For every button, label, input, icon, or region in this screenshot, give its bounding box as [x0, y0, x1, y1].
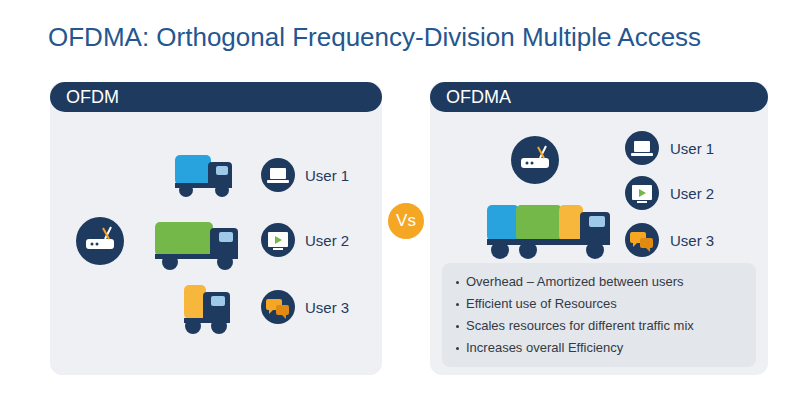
- bullet-item: Increases overall Efficiency: [454, 337, 744, 359]
- bullet-dot: [456, 303, 459, 306]
- diagram-title: OFDMA: Orthogonal Frequency-Division Mul…: [48, 22, 701, 53]
- panel: OFDM: [50, 82, 382, 112]
- panel: OFDMAOverhead – Amortized between usersE…: [430, 82, 768, 112]
- router-icon: [511, 136, 559, 184]
- video-icon: [625, 176, 659, 210]
- bullet-dot: [456, 325, 459, 328]
- bullet-item: Efficient use of Resources: [454, 293, 744, 315]
- bullet-item: Scales resources for different traffic m…: [454, 315, 744, 337]
- bullet-box: Overhead – Amortized between usersEffici…: [442, 263, 756, 367]
- panel-ground: [430, 82, 768, 375]
- panel-ground: [50, 82, 382, 375]
- truck-icon: [175, 155, 232, 197]
- chat-icon: [261, 290, 295, 324]
- video-icon: [261, 223, 295, 257]
- user-label: User 2: [305, 232, 349, 249]
- bullet-dot: [456, 347, 459, 350]
- panel-header: OFDMA: [430, 82, 768, 112]
- bullet-item: Overhead – Amortized between users: [454, 271, 744, 293]
- truck-icon: [487, 205, 610, 259]
- truck-icon: [184, 285, 230, 334]
- user-label: User 3: [305, 299, 349, 316]
- panel-header: OFDM: [50, 82, 382, 112]
- user-label: User 2: [670, 185, 714, 202]
- versus-badge: Vs: [388, 203, 424, 239]
- chat-icon: [625, 223, 659, 257]
- bullet-dot: [456, 281, 459, 284]
- laptop-icon: [625, 131, 659, 165]
- router-icon: [76, 217, 124, 265]
- truck-icon: [155, 222, 238, 270]
- user-label: User 3: [670, 232, 714, 249]
- user-label: User 1: [670, 140, 714, 157]
- versus-label: Vs: [396, 211, 416, 231]
- user-label: User 1: [305, 167, 349, 184]
- laptop-icon: [261, 158, 295, 192]
